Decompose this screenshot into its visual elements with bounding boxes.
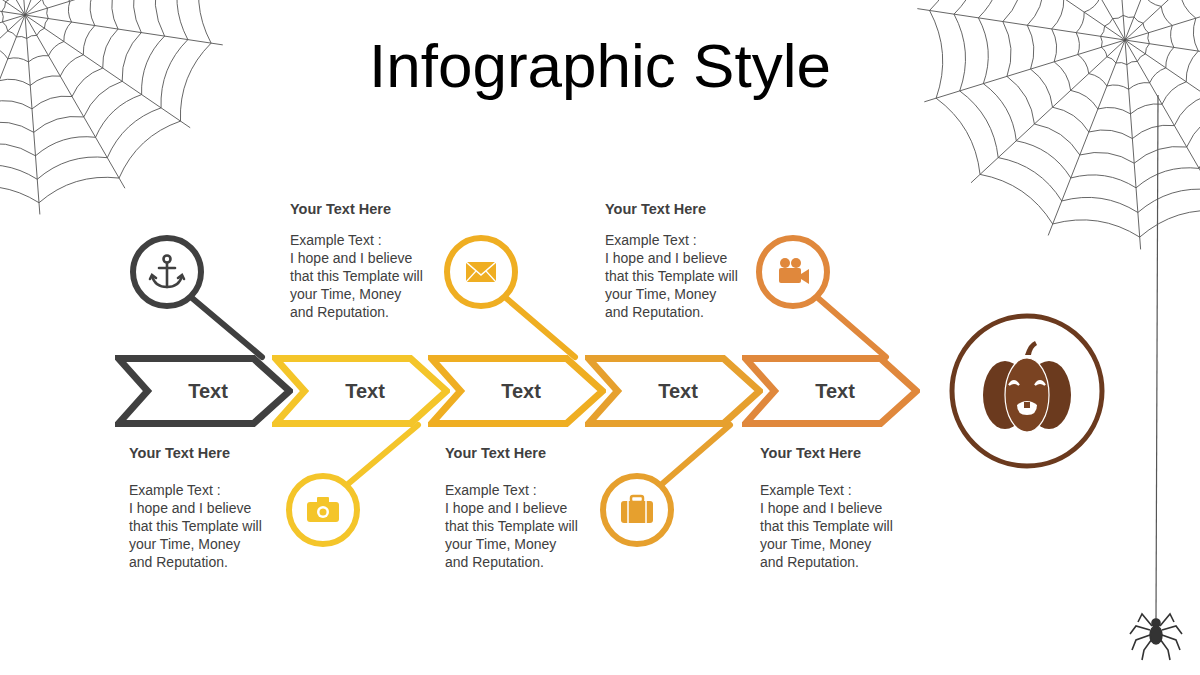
label-heading: Your Text Here: [290, 200, 450, 218]
step-label: Text: [501, 380, 541, 403]
step-label: Text: [815, 380, 855, 403]
label-heading: Your Text Here: [760, 444, 920, 462]
label-body: I hope and I believe that this Template …: [129, 499, 267, 571]
label-body: I hope and I believe that this Template …: [605, 249, 743, 321]
chevron-step: Text: [742, 355, 920, 427]
slide-title: Infographic Style: [0, 30, 1200, 102]
step-label: Text: [188, 380, 228, 403]
label-heading: Your Text Here: [605, 200, 765, 218]
video-camera-icon: [779, 258, 809, 284]
label-example: Example Text :: [760, 481, 898, 499]
step-label: Text: [345, 380, 385, 403]
label-example: Example Text :: [605, 231, 743, 249]
label-example: Example Text :: [290, 231, 428, 249]
chevron-step: Text: [115, 355, 293, 427]
label-example: Example Text :: [445, 481, 583, 499]
mail-icon: [466, 262, 496, 282]
chevron-step: Text: [585, 355, 763, 427]
label-body: I hope and I believe that this Template …: [445, 499, 583, 571]
spider-webs: [0, 0, 1200, 249]
anchor-icon: [150, 256, 184, 288]
chevron-step: Text: [428, 355, 606, 427]
label-example: Example Text :: [129, 481, 267, 499]
label-body: I hope and I believe that this Template …: [290, 249, 428, 321]
camera-icon: [307, 497, 339, 522]
pumpkin: [983, 341, 1071, 432]
spider-thread: [1156, 95, 1158, 620]
step-label: Text: [658, 380, 698, 403]
label-heading: Your Text Here: [445, 444, 605, 462]
spider-web: [0, 0, 223, 214]
label-heading: Your Text Here: [129, 444, 289, 462]
spider: [1130, 614, 1182, 660]
pumpkin-circle: [952, 316, 1102, 466]
briefcase-icon: [621, 496, 653, 523]
label-body: I hope and I believe that this Template …: [760, 499, 898, 571]
chevron-step: Text: [272, 355, 450, 427]
